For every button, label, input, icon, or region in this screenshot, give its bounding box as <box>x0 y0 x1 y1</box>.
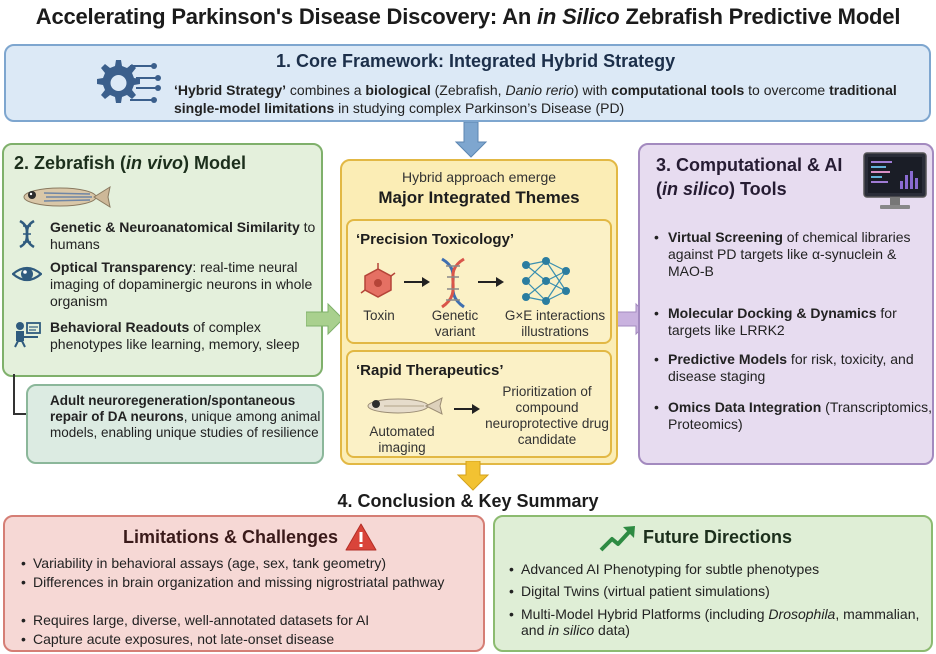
gear-circuit-icon <box>97 60 161 103</box>
zebrafish-item-genetic: Genetic & Neuroanatomical Similarity to … <box>50 219 316 252</box>
toxin-hexagon-icon <box>360 263 396 298</box>
behavior-person-icon <box>14 322 41 348</box>
arrow-right-zebrafish <box>306 302 344 336</box>
precision-toxicology-title: ‘Precision Toxicology’ <box>356 231 515 248</box>
trend-arrow-icon <box>599 526 635 552</box>
dna-helix-icon <box>441 257 465 309</box>
future-directions-panel: Future Directions Advanced AI Phenotypin… <box>493 515 933 652</box>
zebrafish-item-behavioral: Behavioral Readouts of complex phenotype… <box>50 319 300 352</box>
zebrafish-illustration <box>23 185 111 209</box>
warning-icon <box>345 523 377 551</box>
precision-toxicology-box: ‘Precision Toxicology’ Toxin Genetic var… <box>346 219 612 344</box>
rapid-therapeutics-box: ‘Rapid Therapeutics’ Automated imaging P… <box>346 350 612 458</box>
arrow-imaging-to-prioritization <box>454 404 480 414</box>
toxin-label: Toxin <box>363 308 395 323</box>
themes-title: Major Integrated Themes <box>378 188 580 207</box>
limitation-item: Differences in brain organization and mi… <box>21 574 481 590</box>
dna-icon <box>19 219 35 249</box>
comp-item-virtual-screening: Virtual Screening of chemical libraries … <box>654 229 934 280</box>
future-item: Advanced AI Phenotyping for subtle pheno… <box>509 561 929 577</box>
gxe-interactions-label: G×E interactions illustrations <box>504 308 606 339</box>
page-title: Accelerating Parkinson's Disease Discove… <box>35 4 901 29</box>
neural-network-icon <box>522 257 570 305</box>
automated-imaging-label: Automated imaging <box>369 424 435 455</box>
arrow-down-framework <box>454 122 488 158</box>
limitations-panel: Limitations & Challenges Variability in … <box>3 515 485 652</box>
limitation-item: Capture acute exposures, not late-onset … <box>21 631 481 647</box>
eye-icon <box>12 266 42 282</box>
limitation-item: Requires large, diverse, well-annotated … <box>21 612 481 628</box>
future-directions-title: Future Directions <box>643 527 793 547</box>
neuroregeneration-text: Adult neuroregeneration/spontaneous repa… <box>50 393 321 440</box>
prioritization-label: Prioritization of compound neuroprotecti… <box>485 384 609 447</box>
computational-tools-panel: 3. Computational & AI (in silico) Tools … <box>638 143 934 465</box>
comp-item-molecular-docking: Molecular Docking & Dynamics for targets… <box>654 305 934 339</box>
computational-heading: 3. Computational & AI (in silico) Tools <box>656 155 843 199</box>
themes-subtitle: Hybrid approach emerge <box>401 169 557 185</box>
comp-item-predictive-models: Predictive Models for risk, toxicity, an… <box>654 351 934 385</box>
computer-monitor-icon <box>863 152 927 209</box>
arrow-toxin-to-variant <box>404 277 430 287</box>
limitation-item: Variability in behavioral assays (age, s… <box>21 555 481 571</box>
zebrafish-item-optical: Optical Transparency: real-time neural i… <box>50 259 313 309</box>
comp-item-omics: Omics Data Integration (Transcriptomics,… <box>654 399 934 433</box>
arrow-variant-to-gxe <box>478 277 504 287</box>
rapid-therapeutics-title: ‘Rapid Therapeutics’ <box>356 362 504 379</box>
limitations-title: Limitations & Challenges <box>123 527 339 547</box>
framework-description: ‘Hybrid Strategy’ combines a biological … <box>174 82 897 116</box>
zebrafish-heading: 2. Zebrafish (in vivo) Model <box>14 153 247 173</box>
conclusion-heading: 4. Conclusion & Key Summary <box>337 491 599 511</box>
framework-heading: 1. Core Framework: Integrated Hybrid Str… <box>276 51 676 71</box>
core-framework-panel: 1. Core Framework: Integrated Hybrid Str… <box>4 44 931 122</box>
neuroregeneration-box: Adult neuroregeneration/spontaneous repa… <box>26 384 324 464</box>
future-item: Multi-Model Hybrid Platforms (including … <box>509 606 929 638</box>
genetic-variant-label: Genetic variant <box>431 308 479 339</box>
larva-zebrafish-illustration <box>367 397 443 415</box>
zebrafish-model-panel: 2. Zebrafish (in vivo) Model Genetic & N… <box>2 143 323 377</box>
future-item: Digital Twins (virtual patient simulatio… <box>509 583 929 599</box>
arrow-down-conclusion <box>456 461 490 491</box>
